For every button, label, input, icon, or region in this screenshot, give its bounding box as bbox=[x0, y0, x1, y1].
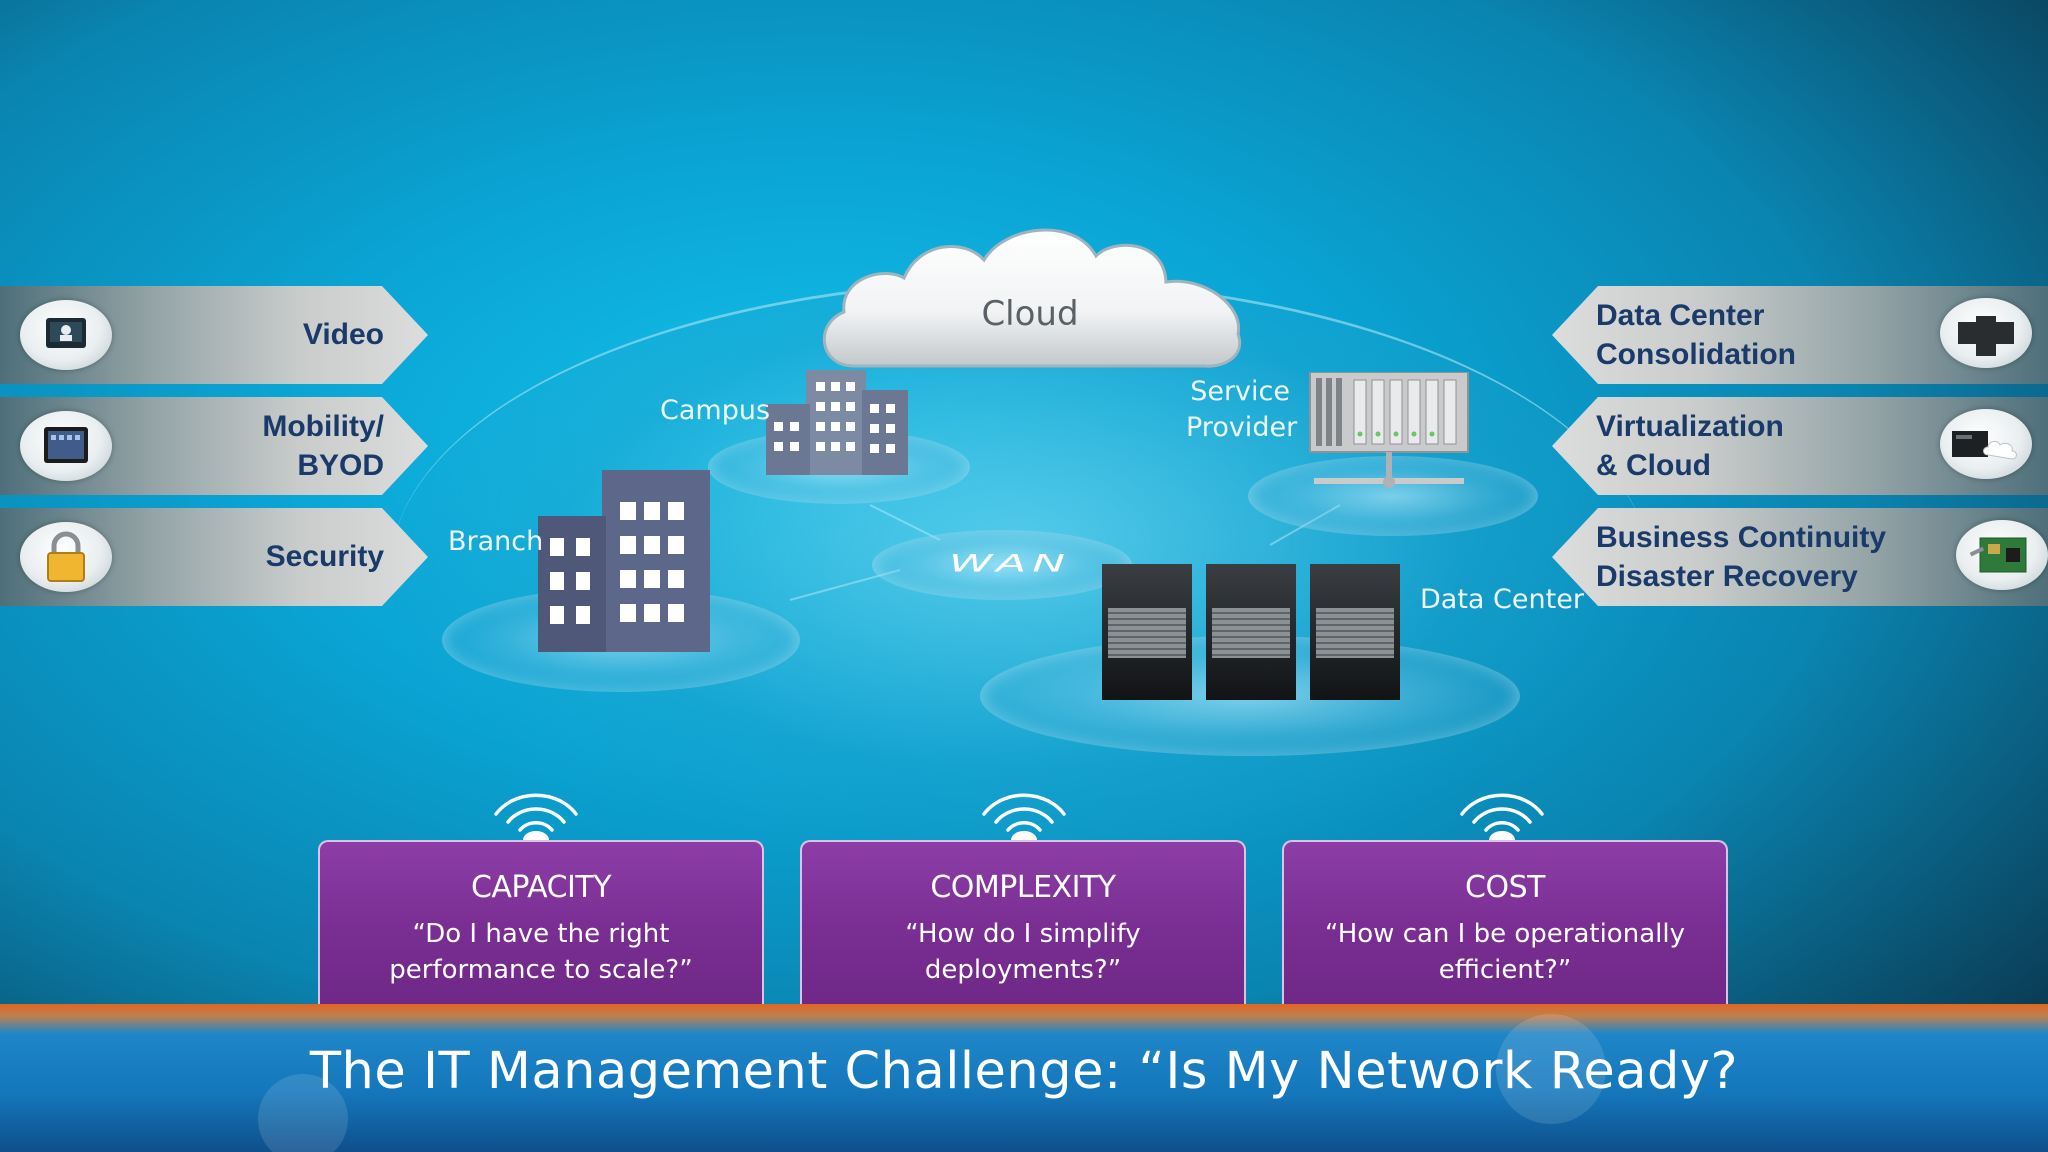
complexity-box: COMPLEXITY “How do I simplify deployment… bbox=[800, 840, 1246, 1010]
mobility-byod-line-1: Mobility/ bbox=[262, 410, 384, 443]
wan-ring bbox=[872, 530, 1132, 600]
wan-label: WAN bbox=[948, 549, 1072, 578]
capacity-title: CAPACITY bbox=[470, 870, 612, 905]
server-stack-icon bbox=[1940, 298, 2032, 368]
data-center-consolidation-line-1: Data Center bbox=[1596, 299, 1765, 332]
cloud-shape bbox=[822, 228, 1242, 368]
complexity-title: COMPLEXITY bbox=[930, 870, 1116, 905]
cost-box: COST “How can I be operationally efficie… bbox=[1282, 840, 1728, 1010]
cost-question: “How can I be operationally efficient?” bbox=[1284, 916, 1726, 988]
branch-label: Branch bbox=[448, 526, 544, 557]
capacity-question: “Do I have the right performance to scal… bbox=[320, 916, 762, 988]
security-label-line-1: Security bbox=[265, 540, 384, 573]
footer-title: The IT Management Challenge: “Is My Netw… bbox=[309, 1042, 1739, 1101]
service-provider-line-2: Provider bbox=[1186, 412, 1298, 443]
cost-title: COST bbox=[1465, 870, 1545, 905]
footer-bokeh bbox=[258, 1074, 348, 1152]
business-continuity-line-1: Business Continuity bbox=[1596, 521, 1887, 554]
complexity-question-line-1: “How do I simplify bbox=[905, 919, 1141, 949]
virtualization-cloud-label: Virtualization & Cloud bbox=[1596, 407, 1784, 485]
padlock-icon bbox=[20, 522, 112, 592]
capacity-box: CAPACITY “Do I have the right performanc… bbox=[318, 840, 764, 1010]
service-provider-ring bbox=[1248, 456, 1538, 536]
data-center-consolidation-line-2: Consolidation bbox=[1596, 338, 1796, 371]
data-center-servers-icon bbox=[1102, 564, 1400, 700]
business-continuity-line-2: Disaster Recovery bbox=[1596, 560, 1858, 593]
virtualization-cloud-line-2: & Cloud bbox=[1596, 449, 1711, 482]
security-label: Security bbox=[150, 537, 384, 576]
capacity-question-line-1: “Do I have the right bbox=[412, 919, 670, 949]
cost-question-line-2: efficient?” bbox=[1438, 955, 1572, 985]
circuit-board-icon bbox=[1956, 520, 2048, 590]
data-center-consolidation-label: Data Center Consolidation bbox=[1596, 296, 1796, 374]
service-provider-line-1: Service bbox=[1190, 376, 1290, 407]
video-phone-icon bbox=[20, 300, 112, 370]
virtualization-cloud-line-1: Virtualization bbox=[1596, 410, 1784, 443]
data-center-label: Data Center bbox=[1420, 584, 1584, 615]
capacity-question-line-2: performance to scale?” bbox=[389, 955, 693, 985]
campus-label: Campus bbox=[660, 395, 771, 426]
service-provider-rack-icon bbox=[1309, 372, 1469, 488]
server-cloud-icon bbox=[1940, 409, 2032, 479]
branch-building-icon bbox=[538, 470, 710, 652]
footer-bokeh-2 bbox=[1496, 1014, 1606, 1124]
cost-question-line-1: “How can I be operationally bbox=[1325, 919, 1685, 949]
business-continuity-label: Business Continuity Disaster Recovery bbox=[1596, 518, 1886, 596]
complexity-question: “How do I simplify deployments?” bbox=[802, 916, 1244, 988]
campus-building-icon bbox=[766, 370, 908, 475]
video-label-line-1: Video bbox=[302, 318, 384, 351]
mobility-byod-label: Mobility/ BYOD bbox=[150, 407, 384, 485]
tablet-icon bbox=[20, 411, 112, 481]
cloud-label: Cloud bbox=[981, 294, 1079, 334]
footer-band bbox=[0, 1004, 2048, 1152]
service-provider-label: Service Provider bbox=[1186, 374, 1298, 446]
complexity-question-line-2: deployments?” bbox=[924, 955, 1122, 985]
video-label: Video bbox=[150, 315, 384, 354]
mobility-byod-line-2: BYOD bbox=[297, 449, 384, 482]
